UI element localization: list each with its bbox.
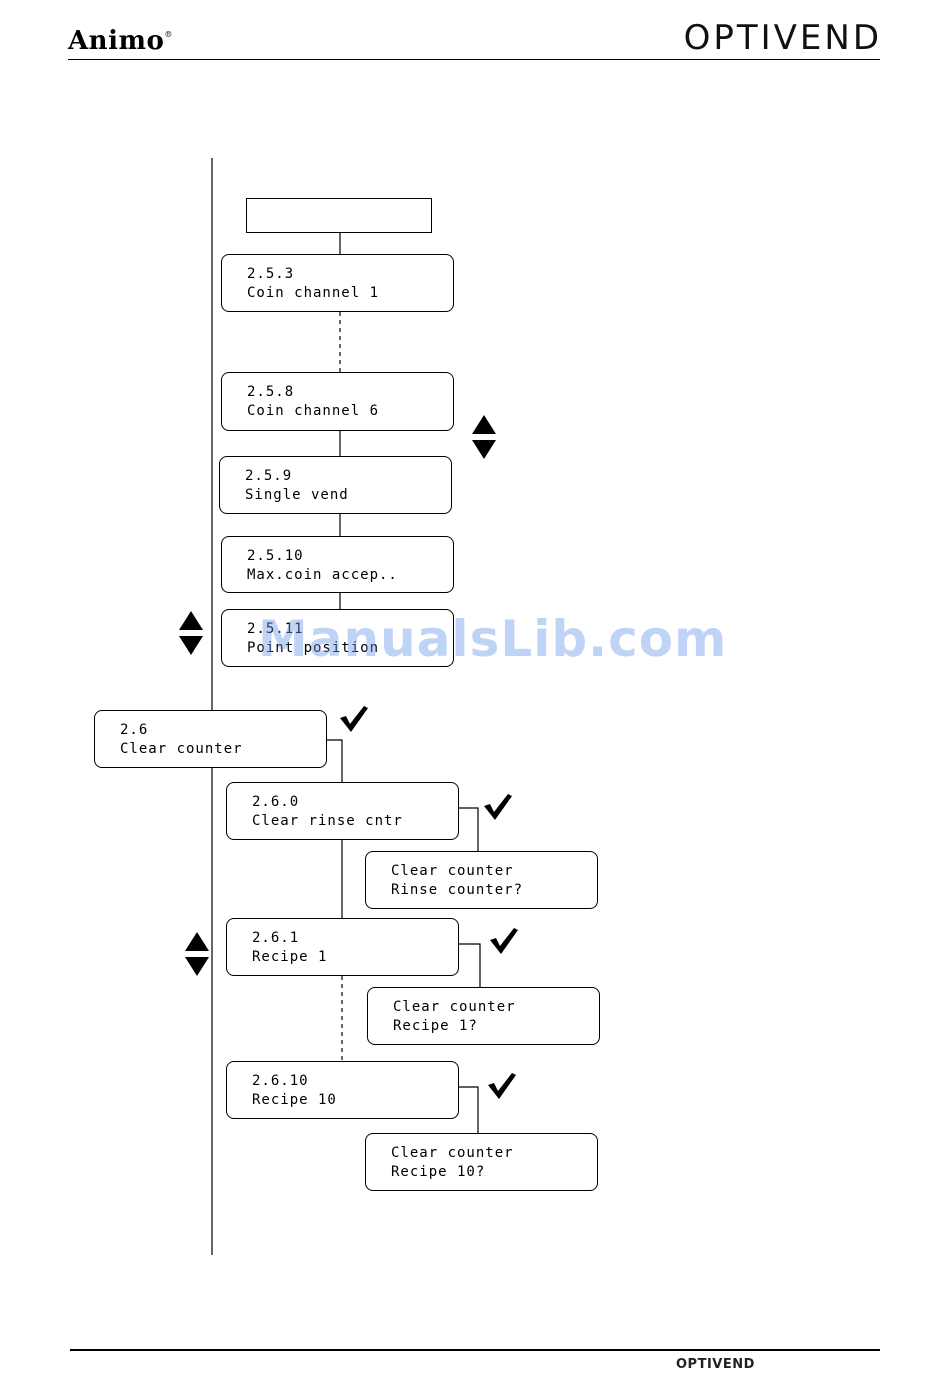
menu-box-2-6-1: 2.6.1 Recipe 1 bbox=[226, 918, 459, 976]
optivend-footer-logo: OPTIVEND bbox=[676, 1357, 755, 1372]
confirm-box-rinse: Clear counter Rinse counter? bbox=[365, 851, 598, 909]
check-icon bbox=[484, 794, 512, 820]
menu-box-blank bbox=[246, 198, 432, 233]
check-icon bbox=[490, 928, 518, 954]
menu-label: Recipe 1 bbox=[252, 949, 328, 965]
up-down-arrows-icon bbox=[472, 415, 496, 459]
connector-260-confirm bbox=[459, 807, 479, 851]
check-icon bbox=[488, 1073, 516, 1099]
menu-code: 2.6 bbox=[120, 722, 149, 738]
menu-code: 2.5.3 bbox=[247, 266, 295, 282]
menu-box-2-6: 2.6 Clear counter bbox=[94, 710, 327, 768]
menu-label: Point position bbox=[247, 640, 380, 656]
registered-mark: ® bbox=[164, 30, 173, 39]
menu-code: 2.5.11 bbox=[247, 621, 304, 637]
optivend-logo: OPTIVEND bbox=[683, 18, 882, 58]
confirm-line: Clear counter bbox=[391, 1145, 514, 1161]
menu-box-2-5-9: 2.5.9 Single vend bbox=[219, 456, 452, 514]
menu-code: 2.6.0 bbox=[252, 794, 300, 810]
header-rule bbox=[68, 59, 880, 60]
footer-rule bbox=[70, 1349, 880, 1351]
confirm-line: Recipe 10? bbox=[391, 1164, 486, 1180]
connector-261-confirm bbox=[459, 943, 481, 987]
menu-code: 2.5.9 bbox=[245, 468, 293, 484]
menu-label: Single vend bbox=[245, 487, 349, 503]
menu-code: 2.5.8 bbox=[247, 384, 295, 400]
menu-box-2-5-3: 2.5.3 Coin channel 1 bbox=[221, 254, 454, 312]
menu-box-2-6-10: 2.6.10 Recipe 10 bbox=[226, 1061, 459, 1119]
menu-code: 2.5.10 bbox=[247, 548, 304, 564]
menu-label: Coin channel 6 bbox=[247, 403, 380, 419]
check-icon bbox=[340, 706, 368, 732]
confirm-box-recipe-1: Clear counter Recipe 1? bbox=[367, 987, 600, 1045]
confirm-line: Rinse counter? bbox=[391, 882, 524, 898]
menu-code: 2.6.10 bbox=[252, 1073, 309, 1089]
menu-box-2-5-11: 2.5.11 Point position bbox=[221, 609, 454, 667]
menu-code: 2.6.1 bbox=[252, 930, 300, 946]
menu-box-2-6-0: 2.6.0 Clear rinse cntr bbox=[226, 782, 459, 840]
confirm-line: Clear counter bbox=[391, 863, 514, 879]
menu-label: Recipe 10 bbox=[252, 1092, 337, 1108]
animo-logo: Animo® bbox=[68, 26, 173, 56]
menu-label: Max.coin accep.. bbox=[247, 567, 398, 583]
connector-26-260 bbox=[327, 739, 343, 782]
up-down-arrows-icon bbox=[185, 932, 209, 976]
confirm-box-recipe-10: Clear counter Recipe 10? bbox=[365, 1133, 598, 1191]
confirm-line: Clear counter bbox=[393, 999, 516, 1015]
menu-label: Clear rinse cntr bbox=[252, 813, 403, 829]
menu-label: Coin channel 1 bbox=[247, 285, 380, 301]
connector-2610-confirm bbox=[459, 1086, 479, 1133]
menu-label: Clear counter bbox=[120, 741, 243, 757]
confirm-line: Recipe 1? bbox=[393, 1018, 478, 1034]
animo-logo-text: Animo bbox=[68, 26, 165, 56]
menu-box-2-5-8: 2.5.8 Coin channel 6 bbox=[221, 372, 454, 431]
up-down-arrows-icon bbox=[179, 611, 203, 655]
menu-box-2-5-10: 2.5.10 Max.coin accep.. bbox=[221, 536, 454, 593]
